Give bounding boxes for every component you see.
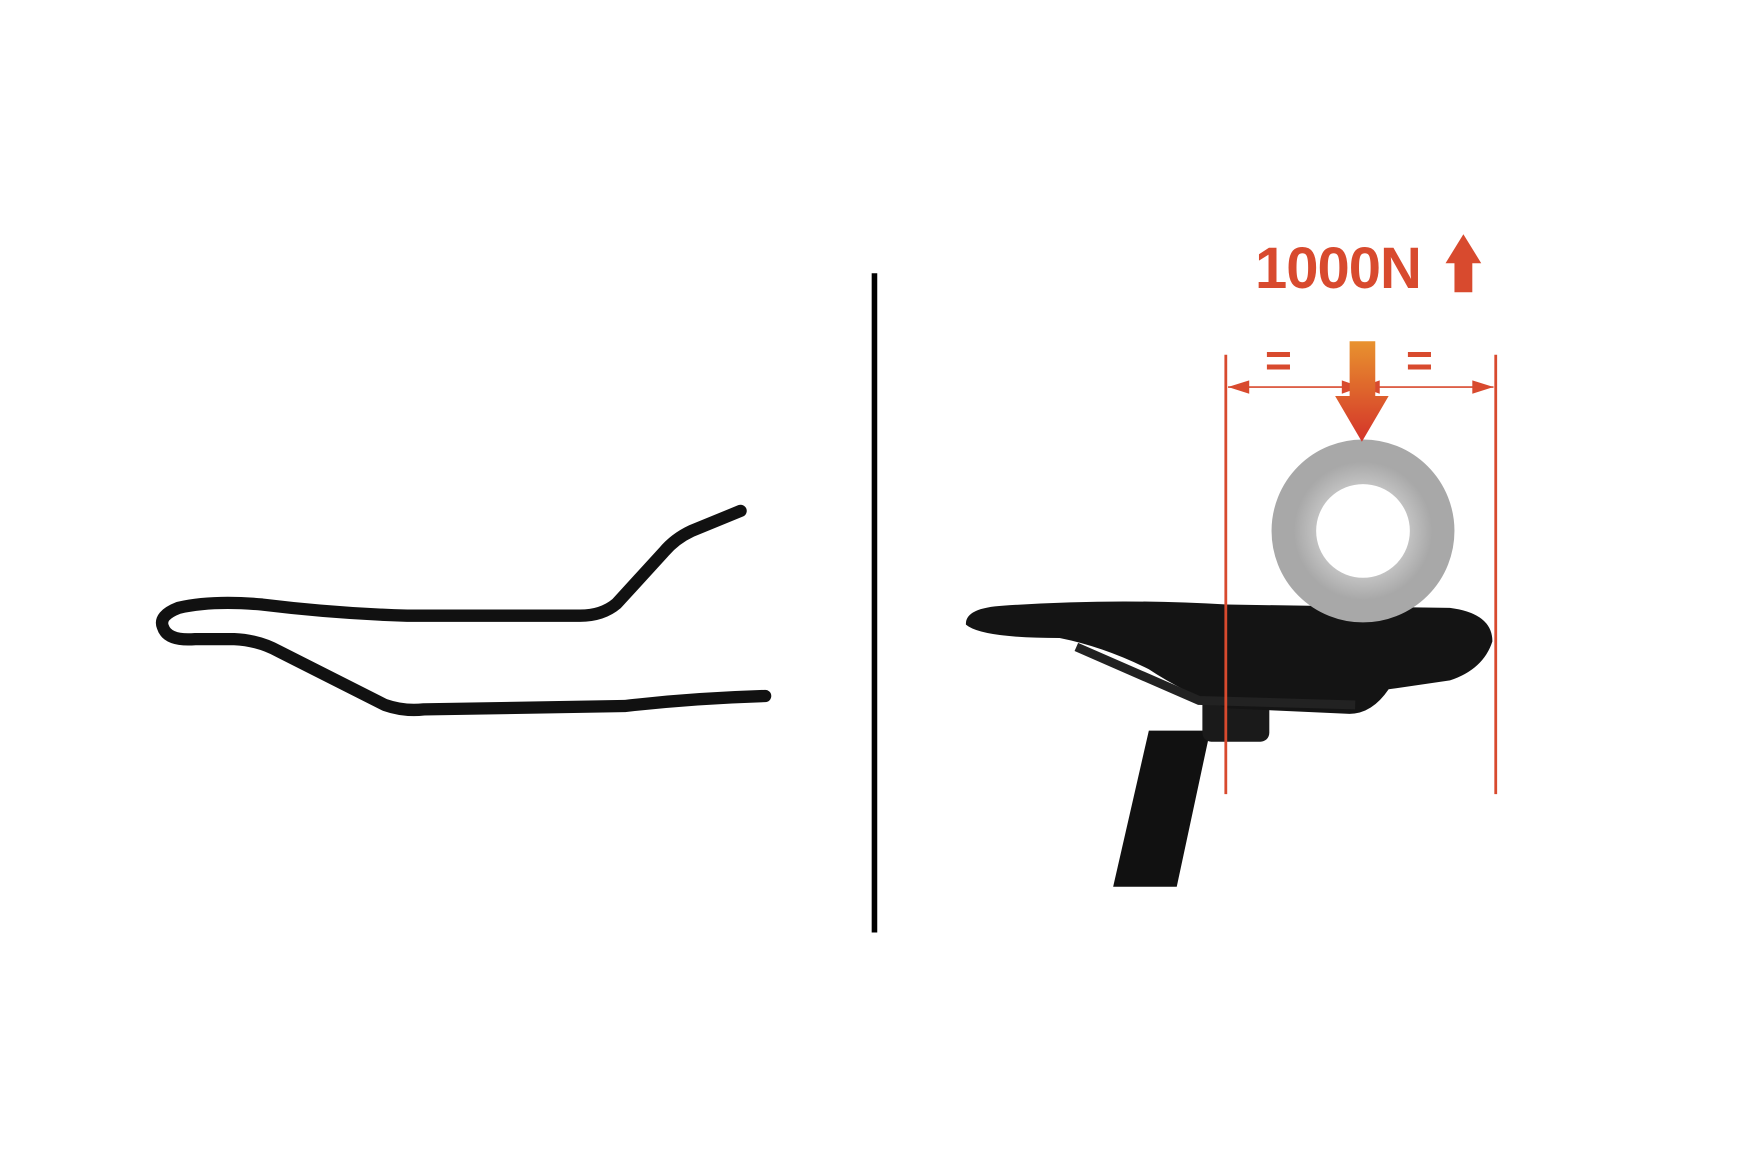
- equal-sign-left: =: [1265, 334, 1292, 386]
- saddle-icon: [965, 601, 1493, 714]
- bent-rail-icon: [155, 504, 772, 717]
- saddle-rail: [1074, 642, 1356, 710]
- force-label: 1000N: [1255, 236, 1422, 301]
- seatpost-icon: [1113, 730, 1211, 887]
- down-arrow-icon: [1335, 341, 1389, 442]
- test-load-disc-icon: [1271, 439, 1455, 623]
- up-arrow-icon: [1445, 234, 1482, 293]
- equal-sign-right: =: [1406, 334, 1433, 386]
